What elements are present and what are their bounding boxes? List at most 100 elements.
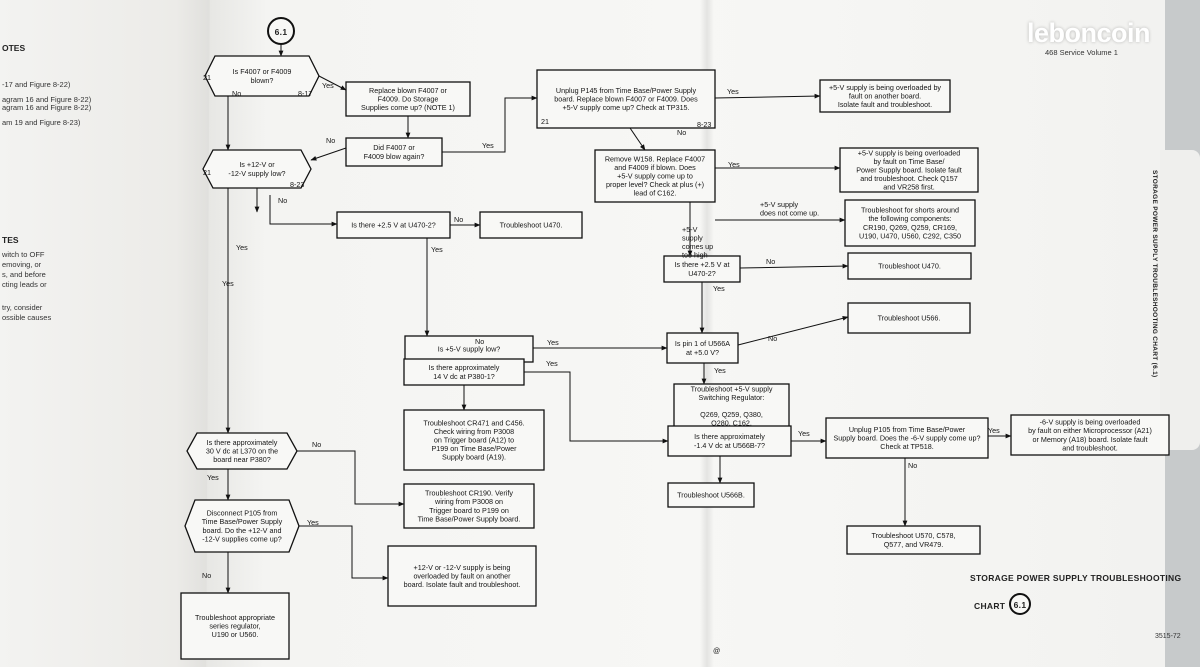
node-text-line: Trigger board to P199 on bbox=[429, 506, 509, 515]
node-q-25v-a: Is there +2.5 V at U470-2? bbox=[336, 211, 451, 239]
process-shape bbox=[666, 332, 739, 364]
process-shape bbox=[844, 199, 976, 247]
node-text-line: Is F4007 or F4009 bbox=[233, 67, 292, 76]
node-text-line: Troubleshoot U470. bbox=[500, 221, 563, 230]
edge-label: No bbox=[766, 257, 775, 266]
node-q-14v-u566: Is there approximately-1.4 V dc at U566B… bbox=[667, 425, 792, 457]
node-text-line: Troubleshoot U470. bbox=[878, 262, 941, 271]
node-unplug-p145: Unplug P145 from Time Base/Power Supplyb… bbox=[536, 69, 716, 129]
node-text-line: -12-V supplies come up? bbox=[202, 534, 282, 543]
chart-footer-title: STORAGE POWER SUPPLY TROUBLESHOOTING CHA… bbox=[970, 573, 1181, 615]
node-text-line: at +5.0 V? bbox=[686, 348, 719, 357]
node-text-line: Is there approximately bbox=[694, 432, 765, 441]
left-ref-line: -17 and Figure 8-22) bbox=[2, 80, 71, 89]
node-text-line: Troubleshoot U570, C578, bbox=[871, 531, 955, 540]
node-text-line: Disconnect P105 from bbox=[207, 509, 278, 518]
node-text-line: U190 or U560. bbox=[212, 630, 259, 639]
edge-label: Yes bbox=[547, 338, 559, 347]
node-text-line: or Memory (A18) board. Isolate fault bbox=[1032, 435, 1147, 444]
node-text-line: Q269, Q259, Q380, bbox=[700, 410, 763, 419]
node-text-line: -12-V supply low? bbox=[228, 169, 285, 178]
process-shape bbox=[387, 545, 537, 607]
process-shape bbox=[403, 409, 545, 471]
process-shape bbox=[479, 211, 583, 239]
node-text-line: +5-V supply come up? Check at TP315. bbox=[562, 103, 689, 112]
node-text-line: and troubleshoot. bbox=[1062, 443, 1118, 452]
node-text-line: Troubleshoot +5-V supply bbox=[691, 384, 773, 393]
node-text-line: U190, U470, U560, C292, C350 bbox=[859, 231, 961, 240]
node-text-line: Supply board. Does the -6-V supply come … bbox=[833, 434, 980, 443]
decision-shape bbox=[184, 499, 300, 553]
figure-code: 3515-72 bbox=[1155, 633, 1181, 640]
process-shape bbox=[673, 383, 790, 429]
node-text-line: Time Base/Power Supply board. bbox=[418, 514, 521, 523]
left-ref-line: agram 16 and Figure 8-22) bbox=[2, 103, 92, 112]
edge-label: 8-23 bbox=[290, 180, 304, 189]
node-text-line: wiring from P3008 on bbox=[434, 497, 503, 506]
node-text-line: Is pin 1 of U566A bbox=[675, 339, 730, 348]
node-text-line: Switching Regulator: bbox=[699, 393, 765, 402]
node-text-line: F4009 blow again? bbox=[364, 152, 425, 161]
edge-label: No bbox=[202, 571, 211, 580]
edge-label: Yes bbox=[322, 81, 334, 90]
node-ts-u470-b: Troubleshoot U470. bbox=[847, 252, 972, 280]
node-text-line: blown? bbox=[251, 76, 274, 85]
edge-label: 21 bbox=[203, 73, 211, 82]
node-text-line: -6-V supply is being overloaded bbox=[1040, 418, 1141, 427]
process-shape bbox=[403, 483, 535, 529]
node-text-line: Troubleshoot U566B. bbox=[677, 491, 745, 500]
node-text-line: Replace blown F4007 or bbox=[369, 86, 448, 95]
edge-label: No bbox=[768, 334, 777, 343]
process-shape bbox=[847, 252, 972, 280]
connector-arrow bbox=[299, 525, 389, 581]
left-note-line: ossible causes bbox=[2, 313, 52, 322]
edge-label: Yes bbox=[207, 473, 219, 482]
node-text-line: Troubleshoot CR471 and C456. bbox=[423, 418, 524, 427]
node-text-line: Troubleshoot appropriate bbox=[195, 613, 275, 622]
node-ts-u566: Troubleshoot U566. bbox=[847, 302, 971, 334]
connector-arrow bbox=[269, 195, 338, 227]
node-text-line: by fault on either Microprocessor (A21) bbox=[1028, 426, 1152, 435]
node-ts-u566b: Troubleshoot U566B. bbox=[667, 482, 755, 508]
edge-label: Yes bbox=[713, 284, 725, 293]
edge-label: Yes bbox=[714, 366, 726, 375]
node-text-line: proper level? Check at plus (+) bbox=[606, 180, 704, 189]
node-text-line: +5-V supply come up to bbox=[617, 172, 693, 181]
node-ts-cr471: Troubleshoot CR471 and C456.Check wiring… bbox=[403, 409, 545, 471]
node-text-line: F4009. Do Storage bbox=[378, 95, 439, 104]
node-text-line: Unplug P105 from Time Base/Power bbox=[849, 425, 966, 434]
start-label: 6.1 bbox=[275, 27, 288, 37]
connector-arrow bbox=[310, 147, 347, 161]
node-overload-5v-a: +5-V supply is being overloaded byfault … bbox=[819, 79, 951, 113]
node-text-line: 30 V dc at L370 on the bbox=[206, 447, 278, 456]
node-text-line: board. Do the +12-V and bbox=[203, 526, 282, 535]
edge-label: No bbox=[312, 440, 321, 449]
left-note-line: cting leads or bbox=[2, 280, 47, 289]
node-text-line: U470-2? bbox=[688, 269, 716, 278]
edge-label: No bbox=[232, 89, 241, 98]
notes-heading: OTES bbox=[2, 43, 26, 53]
node-text-line: Check at TP518. bbox=[880, 442, 933, 451]
edge-label: Yes bbox=[727, 87, 739, 96]
process-shape bbox=[536, 69, 716, 129]
process-shape bbox=[345, 81, 471, 117]
node-text-line: the following components: bbox=[868, 214, 951, 223]
edge-label: 8-23 bbox=[697, 120, 711, 129]
edge-label: Yes bbox=[307, 518, 319, 527]
decision-shape bbox=[204, 55, 320, 97]
node-text-line: Unplug P145 from Time Base/Power Supply bbox=[556, 86, 697, 95]
edge-label-line: does not come up. bbox=[760, 209, 819, 218]
edge-label: Yes bbox=[798, 429, 810, 438]
edge-label-line: +5-V supply bbox=[760, 200, 799, 209]
chart-number: 6.1 bbox=[1014, 600, 1027, 610]
edge-label: No bbox=[475, 337, 484, 346]
